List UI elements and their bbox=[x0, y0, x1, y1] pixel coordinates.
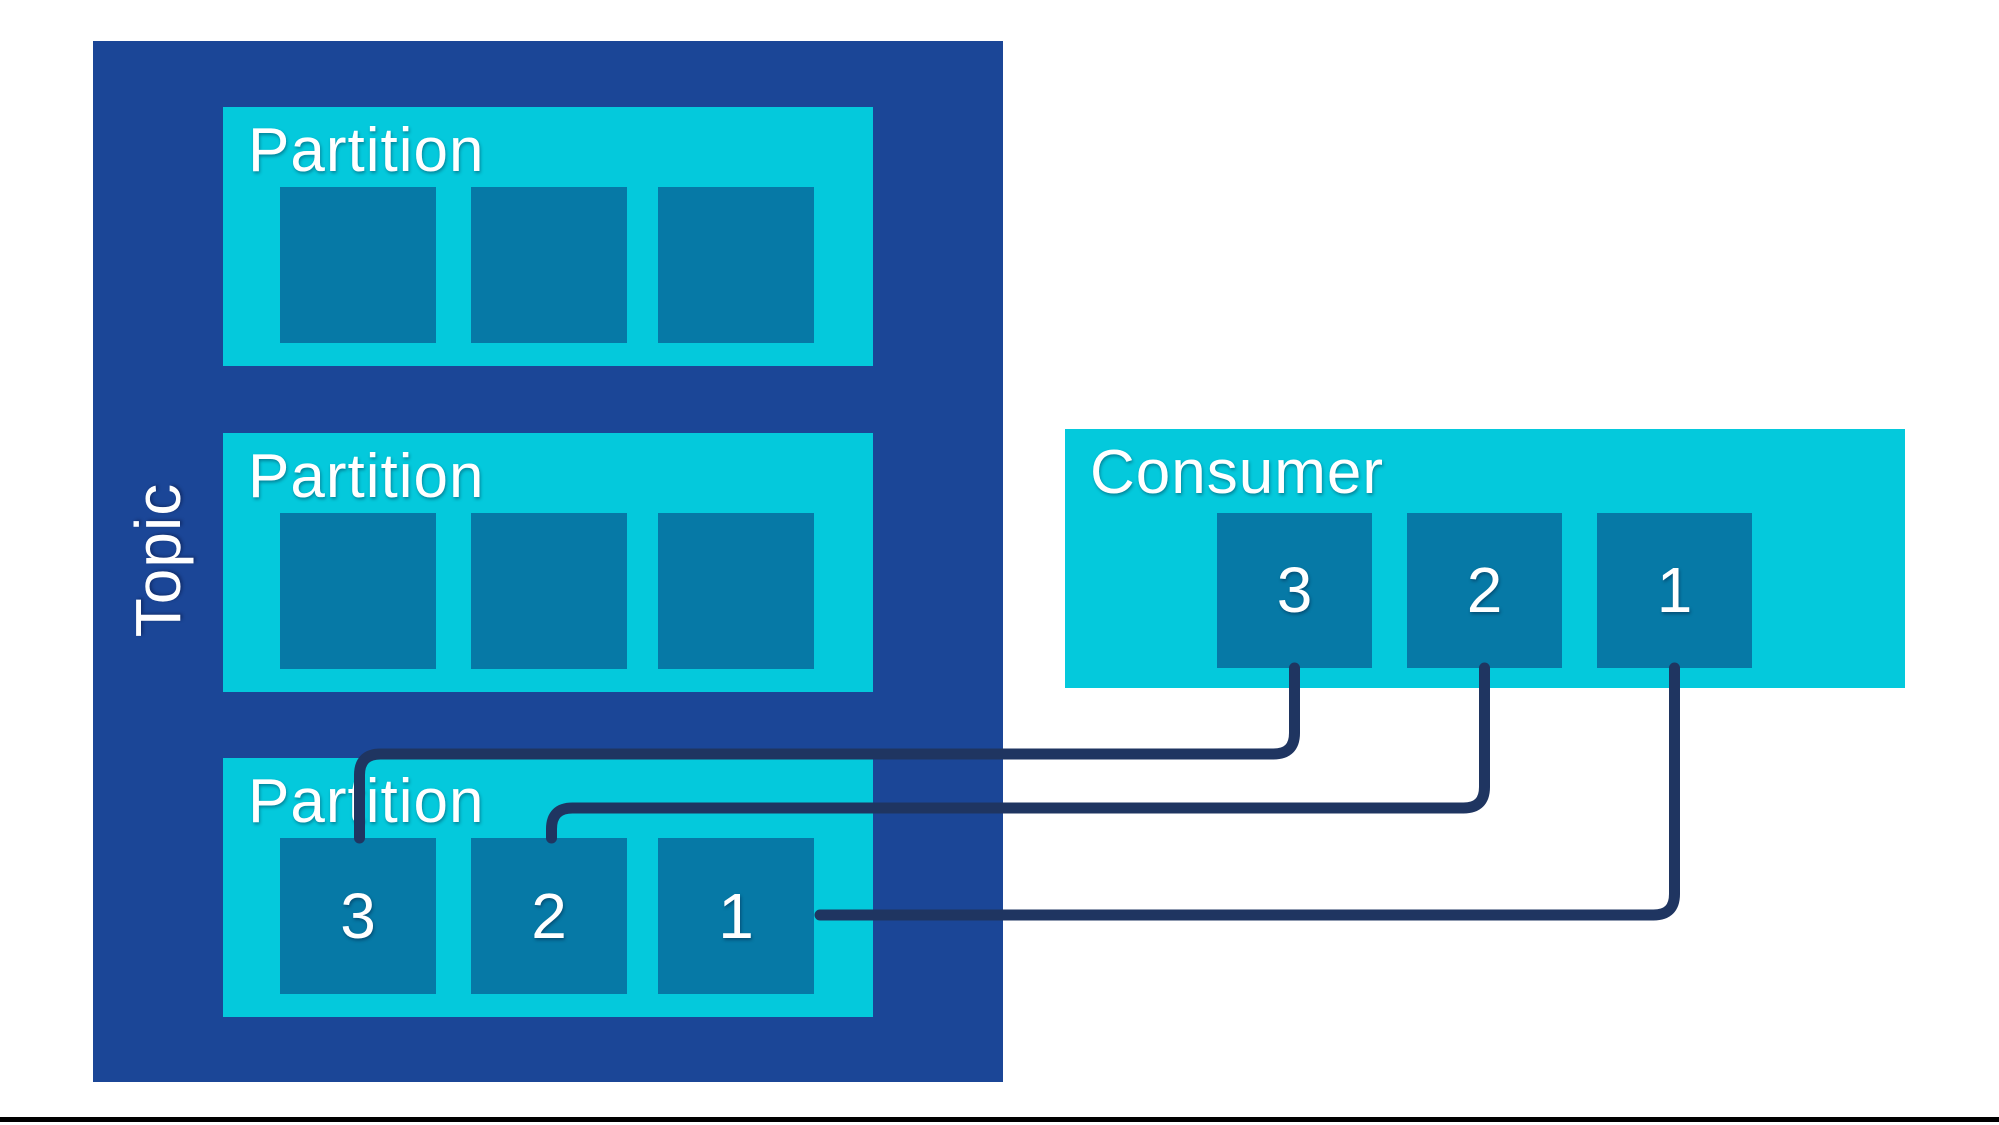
partition-1-message-slot-3 bbox=[658, 187, 814, 343]
partition-2: Partition bbox=[223, 433, 873, 692]
partition-3-label: Partition bbox=[248, 767, 485, 836]
consumer-container: Consumer 3 2 1 bbox=[1065, 429, 1905, 688]
partition-3-message-3: 3 bbox=[280, 838, 436, 994]
partition-1-message-slot-2 bbox=[471, 187, 627, 343]
partition-3-message-1: 1 bbox=[658, 838, 814, 994]
consumer-label: Consumer bbox=[1090, 438, 1384, 507]
partition-2-message-slot-2 bbox=[471, 513, 627, 669]
consumer-message-3: 3 bbox=[1217, 513, 1372, 668]
partition-1-label: Partition bbox=[248, 116, 485, 185]
partition-2-message-slot-1 bbox=[280, 513, 436, 669]
partition-2-message-slot-3 bbox=[658, 513, 814, 669]
partition-3-message-2: 2 bbox=[471, 838, 627, 994]
partition-2-label: Partition bbox=[248, 442, 485, 511]
topic-label: Topic bbox=[122, 482, 194, 638]
consumer-message-2: 2 bbox=[1407, 513, 1562, 668]
bottom-divider-bar bbox=[0, 1117, 1999, 1122]
consumer-message-1: 1 bbox=[1597, 513, 1752, 668]
partition-1: Partition bbox=[223, 107, 873, 366]
partition-1-message-slot-1 bbox=[280, 187, 436, 343]
topic-container: Topic Partition Partition Partition 3 2 … bbox=[93, 41, 1003, 1082]
partition-3: Partition 3 2 1 bbox=[223, 758, 873, 1017]
